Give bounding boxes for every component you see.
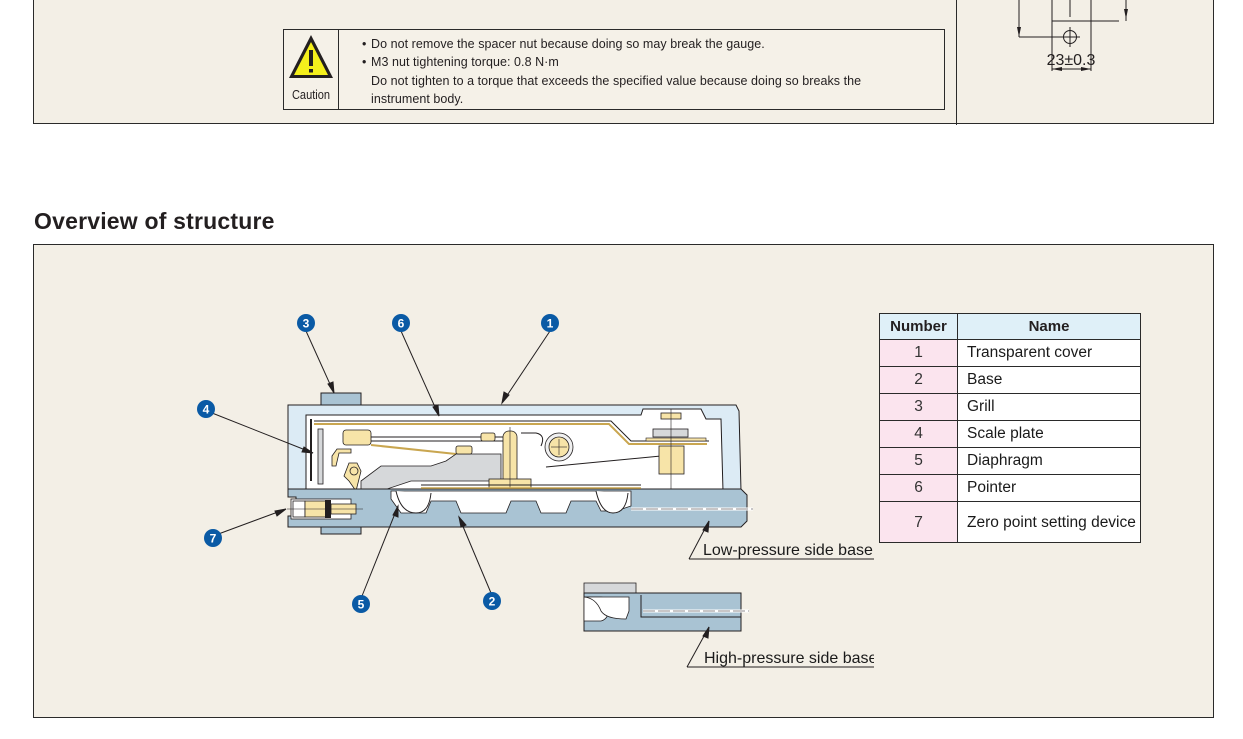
table-header-row: Number Name <box>879 313 1141 340</box>
high-pressure-side-base-label: High-pressure side base <box>704 650 874 667</box>
svg-text:2: 2 <box>489 595 496 609</box>
svg-text:1: 1 <box>547 317 554 331</box>
structure-panel: 3 6 1 4 7 5 2 Low-pressure side base Hig… <box>33 244 1214 718</box>
caution-icon-cell: Caution <box>284 30 339 109</box>
low-pressure-side-base-label: Low-pressure side base <box>703 542 873 559</box>
callout-4: 4 <box>197 400 215 418</box>
svg-text:5: 5 <box>358 598 365 612</box>
installation-panel: Caution •Do not remove the spacer nut be… <box>33 0 1214 125</box>
warning-triangle-icon <box>289 35 333 78</box>
panel-divider <box>956 0 957 125</box>
header-name: Name <box>957 313 1141 340</box>
callout-2: 2 <box>483 592 501 610</box>
caution-line: instrument body. <box>371 91 464 106</box>
diaphragm <box>395 490 432 514</box>
callout-6: 6 <box>392 314 410 332</box>
callout-5: 5 <box>352 595 370 613</box>
dimension-drawing: 23±0.3 <box>1017 0 1128 71</box>
callout-1: 1 <box>541 314 559 332</box>
svg-text:6: 6 <box>398 317 405 331</box>
caution-line: •M3 nut tightening torque: 0.8 N·m <box>362 55 559 70</box>
callout-3: 3 <box>297 314 315 332</box>
caution-box: Caution •Do not remove the spacer nut be… <box>283 29 945 110</box>
caution-text: •Do not remove the spacer nut because do… <box>362 35 861 108</box>
svg-text:7: 7 <box>210 532 217 546</box>
callout-7: 7 <box>204 529 222 547</box>
gauge-cross-section-diagram: 3 6 1 4 7 5 2 Low-pressure side base Hig… <box>197 314 874 668</box>
caution-line: •Do not remove the spacer nut because do… <box>362 37 765 51</box>
svg-text:4: 4 <box>203 403 210 417</box>
caution-line: Do not tighten to a torque that exceeds … <box>371 73 862 88</box>
section-title: Overview of structure <box>34 208 275 234</box>
dimension-label: 23±0.3 <box>1047 52 1096 69</box>
header-number: Number <box>879 313 958 340</box>
caution-label: Caution <box>291 87 331 102</box>
svg-text:3: 3 <box>303 317 310 331</box>
